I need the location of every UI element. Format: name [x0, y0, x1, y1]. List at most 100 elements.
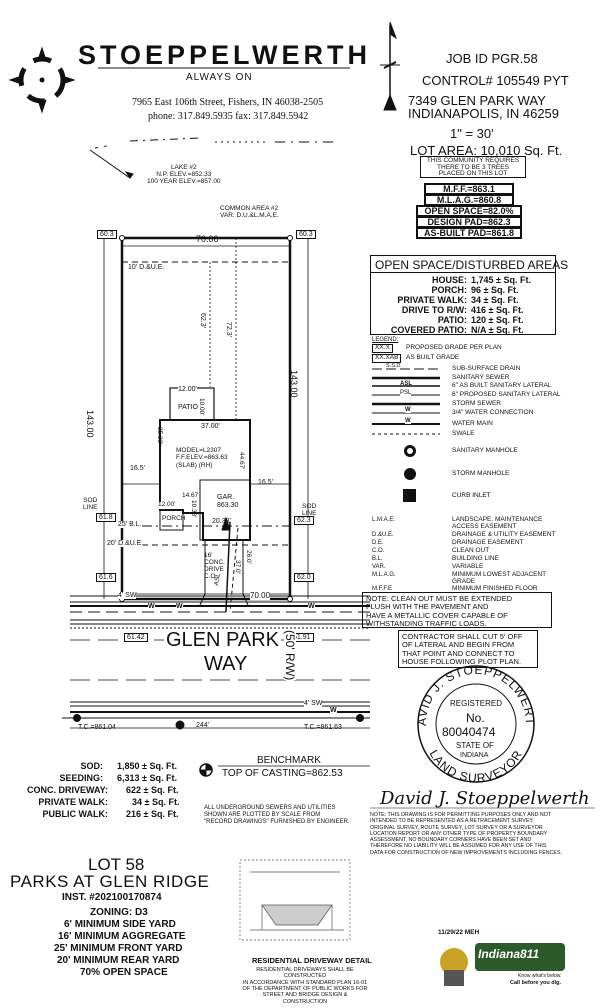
spot-elev: 61.42 [124, 633, 148, 642]
disturbed-value: 1,850 ± Sq. Ft. [117, 761, 177, 771]
area-value: 1,745 ± Sq. Ft. [471, 275, 531, 285]
front-easement-label: 20' D.&U.E. [107, 540, 144, 547]
patio-depth: 10.00' [198, 398, 205, 416]
legend-storm-manhole: STORM MANHOLE [452, 470, 510, 477]
zoning-req: 70% OPEN SPACE [80, 967, 168, 978]
seal-no: No. [466, 711, 485, 725]
street-name-2: WAY [202, 653, 250, 675]
abbrev-code: M.L.A.G. [372, 572, 396, 578]
spot-elev: 60.3 [296, 230, 316, 239]
garage-label: GAR.863.30 [217, 494, 239, 510]
company-name: STOEPPELWERTH [78, 40, 372, 70]
abbrev-text: VARIABLE [452, 563, 484, 570]
patio-width: 12.00' [178, 386, 197, 393]
side-right: 16.5' [258, 479, 273, 486]
legend-grade2-box: XX.XAB [372, 354, 402, 363]
legend-title: LEGEND: [372, 337, 399, 343]
lot-number: LOT 58 [88, 855, 145, 874]
dim-72: 72.3' [225, 322, 232, 337]
area-value: 34 ± Sq. Ft. [471, 295, 519, 305]
tc-right: T.C.=861.63 [304, 724, 342, 731]
job-address-1: 7349 GLEN PARK WAY [408, 93, 546, 108]
legend-sym: S.S.D. [386, 363, 402, 369]
dim-top-width: 70.00 [196, 234, 219, 244]
indiana811-tag2: Call before you dig. [510, 980, 562, 986]
company-tagline: ALWAYS ON [186, 72, 253, 83]
disturbed-label: SOD: [80, 761, 104, 771]
storm-manhole-icon [404, 468, 416, 480]
spot-elev: 62.3 [294, 516, 314, 525]
subdivision-name: PARKS AT GLEN RIDGE [10, 872, 210, 891]
indiana811-logo [440, 943, 565, 986]
area-value: 120 ± Sq. Ft. [471, 315, 524, 325]
driveway-detail-sketch [239, 859, 351, 941]
curb-inlet-icon [403, 489, 416, 502]
legend-line-text: 6" PROPOSED SANITARY LATERAL [452, 391, 561, 398]
company-phone: phone: 317.849.5935 fax: 317.849.5942 [148, 111, 309, 122]
legend-grade1-box: XX.X [372, 344, 393, 353]
dim-62: 62.3' [199, 313, 206, 328]
indiana811-tag1: Know what's below. [518, 973, 562, 979]
legend-sanitary-manhole: SANITARY MANHOLE [452, 447, 518, 454]
abbrev-code: D.E. [372, 540, 384, 546]
legend-line-text: WATER MAIN [452, 420, 493, 427]
seal-number: 80040474 [442, 725, 496, 739]
disturbed-label: SEEDING: [59, 773, 103, 783]
areas-title: OPEN SPACE/DISTURBED AREAS [375, 258, 569, 272]
abbrev-code: L.M.A.E. [372, 517, 396, 523]
north-arrow-icon [380, 21, 400, 111]
rear-easement-label: 10' D.&U.E. [128, 264, 165, 271]
abbrev-text: MINIMUM FINISHED FLOOR [452, 585, 538, 592]
zoning-req: 6' MINIMUM SIDE YARD [64, 919, 176, 930]
legend-sym: W [405, 418, 411, 424]
zoning-req: 25' MINIMUM FRONT YARD [54, 943, 183, 954]
dim-37: 37.0' [234, 560, 241, 574]
instrument-number: INST. #202100170874 [62, 892, 162, 903]
zoning-req: 16' MINIMUM AGGREGATE [58, 931, 186, 942]
surveyor-signature: David J. Stoeppelwerth [380, 788, 590, 809]
abbrev-code: C.O. [372, 548, 385, 554]
abbrev-text: BUILDING LINE [452, 555, 499, 562]
sidewalk-right: 4' SW [304, 700, 323, 707]
tc-distance: 244' [196, 722, 210, 729]
right-of-way: (50' R/W) [283, 630, 297, 681]
area-label: PATIO: [437, 315, 467, 325]
seal-state: INDIANA [460, 752, 489, 759]
seal-registered: REGISTERED [450, 699, 503, 708]
abbrev-code: M.F.F.E [372, 586, 393, 592]
legend-sym: PSL [400, 390, 412, 396]
area-value: 96 ± Sq. Ft. [471, 285, 519, 295]
legend-sym: W [405, 407, 411, 413]
seal-state-of: STATE OF [456, 741, 494, 750]
job-address-2: INDIANAPOLIS, IN 46259 [408, 106, 560, 121]
benchmark-title: BENCHMARK [257, 755, 321, 766]
legend-sym: ASL [400, 381, 412, 387]
legend-line-text: 6" AS BUILT SANITARY LATERAL [452, 382, 552, 389]
asbuilt-pad-box: AS-BUILT PAD=861.8 [416, 227, 522, 239]
compass-logo-icon [8, 46, 76, 114]
area-label: PORCH: [431, 285, 468, 295]
porch-offset: 14.67 [182, 492, 199, 499]
scale: 1" = 30' [450, 126, 494, 141]
legend-line-text: SUB-SURFACE DRAIN [452, 365, 521, 372]
tc-left: T.C.=861.04 [78, 724, 116, 731]
abbrev-text: DRAINAGE EASEMENT [452, 539, 524, 546]
disturbed-value: 216 ± Sq. Ft. [126, 809, 179, 819]
legend-grade2: AS BUILT GRADE [406, 354, 460, 361]
water-label: W [330, 707, 337, 714]
area-label: HOUSE: [431, 275, 467, 285]
zoning: ZONING: D3 [90, 907, 148, 918]
abbrev-text: DRAINAGE & UTILITY EASEMENT [452, 531, 556, 538]
areas-table: OPEN SPACE/DISTURBED AREAS HOUSE: 1,745 … [370, 255, 568, 335]
street-name-1: GLEN PARK [164, 629, 281, 651]
indiana811-name: Indiana811 [478, 947, 540, 961]
control-number: CONTROL# 105549 PYT [422, 73, 569, 88]
